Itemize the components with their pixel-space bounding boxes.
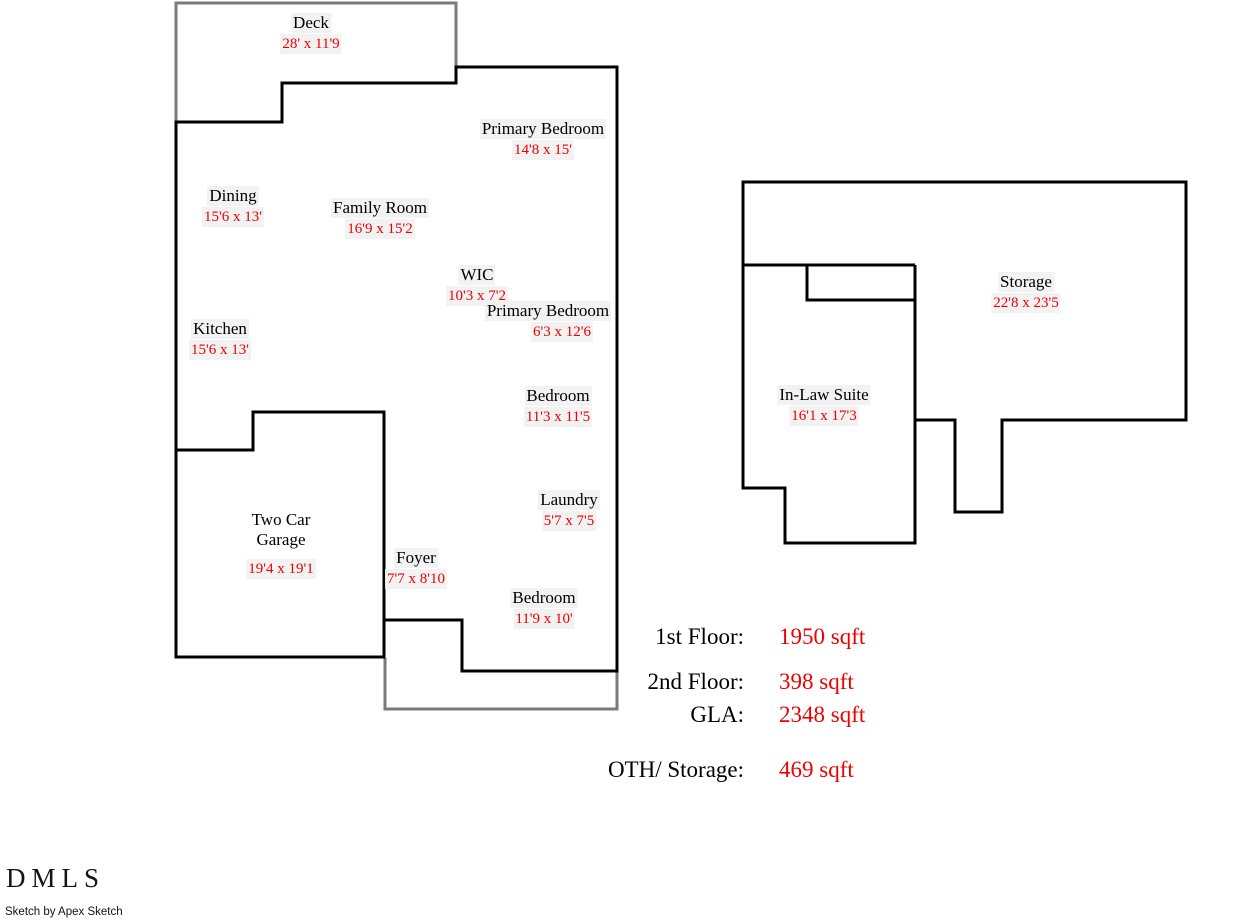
deck-outline [174,1,458,121]
area-label: GLA: [690,702,744,727]
room-label-two-car-garage: Two Car Garage 19'4 x 19'1 [235,511,327,579]
room-dimensions: 28' x 11'9 [280,34,342,54]
room-dimensions: 22'8 x 23'5 [991,293,1061,313]
room-name: Two Car Garage [251,510,311,549]
room-name: Kitchen [191,319,249,339]
room-dimensions: 7'7 x 8'10 [385,569,447,589]
room-dimensions: 11'3 x 11'5 [523,407,593,427]
area-value: 1950 sqft [779,624,866,649]
area-summary-row-1st-floor: 1st Floor: 1950 sqft [400,624,960,650]
room-name: Laundry [538,490,600,510]
room-name: Bedroom [510,588,578,608]
area-label: 1st Floor: [655,624,744,649]
room-dimensions: 19'4 x 19'1 [246,559,316,579]
area-summary-row-oth-storage: OTH/ Storage: 469 sqft [400,757,960,783]
area-label: 2nd Floor: [647,669,744,694]
room-label-primary-bedroom: Primary Bedroom 14'8 x 15' [479,119,607,160]
room-label-dining: Dining 15'6 x 13' [202,186,264,227]
room-dimensions: 14'8 x 15' [512,140,574,160]
room-dimensions: 6'3 x 12'6 [531,322,593,342]
room-name: Primary Bedroom [479,119,607,139]
room-label-storage: Storage 22'8 x 23'5 [991,272,1061,313]
apex-sketch-credit: Sketch by Apex Sketch [5,906,123,918]
room-label-deck: Deck 28' x 11'9 [280,13,342,54]
room-name: Deck [291,13,331,33]
room-label-in-law-suite: In-Law Suite 16'1 x 17'3 [777,385,871,426]
room-dimensions: 5'7 x 7'5 [541,511,597,531]
room-label-primary-bedroom-2: Primary Bedroom 6'3 x 12'6 [484,301,612,342]
area-summary-row-gla: GLA: 2348 sqft [400,702,960,728]
area-value: 2348 sqft [779,702,866,727]
porch-outline [383,658,619,711]
room-label-foyer: Foyer 7'7 x 8'10 [385,548,447,589]
room-name: Family Room [331,198,429,218]
room-dimensions: 11'9 x 10' [513,609,575,629]
room-name: Dining [207,186,259,206]
second-structure-outline [741,180,1188,545]
room-label-family-room: Family Room 16'9 x 15'2 [331,198,429,239]
in-law-partition-walls [743,263,917,420]
room-name: Bedroom [524,386,592,406]
room-name: Foyer [394,548,438,568]
room-name: Primary Bedroom [484,301,612,321]
room-dimensions: 16'1 x 17'3 [789,406,859,426]
room-label-bedroom-2: Bedroom 11'9 x 10' [510,588,578,629]
room-name: In-Law Suite [777,385,871,405]
room-label-laundry: Laundry 5'7 x 7'5 [538,490,600,531]
room-dimensions: 15'6 x 13' [189,340,251,360]
room-dimensions: 15'6 x 13' [202,207,264,227]
main-floor-outline [174,65,619,673]
garage-wall [176,410,386,620]
room-label-kitchen: Kitchen 15'6 x 13' [189,319,251,360]
room-label-wic: WIC 10'3 x 7'2 [446,265,508,306]
area-value: 398 sqft [779,669,854,694]
room-name: WIC [458,265,496,285]
room-label-bedroom-1: Bedroom 11'3 x 11'5 [523,386,593,427]
area-value: 469 sqft [779,757,854,782]
room-dimensions: 16'9 x 15'2 [345,219,415,239]
area-label: OTH/ Storage: [607,757,744,782]
dmls-logo: DMLS [6,863,106,893]
room-name: Storage [998,272,1054,292]
area-summary-row-2nd-floor: 2nd Floor: 398 sqft [400,669,960,695]
